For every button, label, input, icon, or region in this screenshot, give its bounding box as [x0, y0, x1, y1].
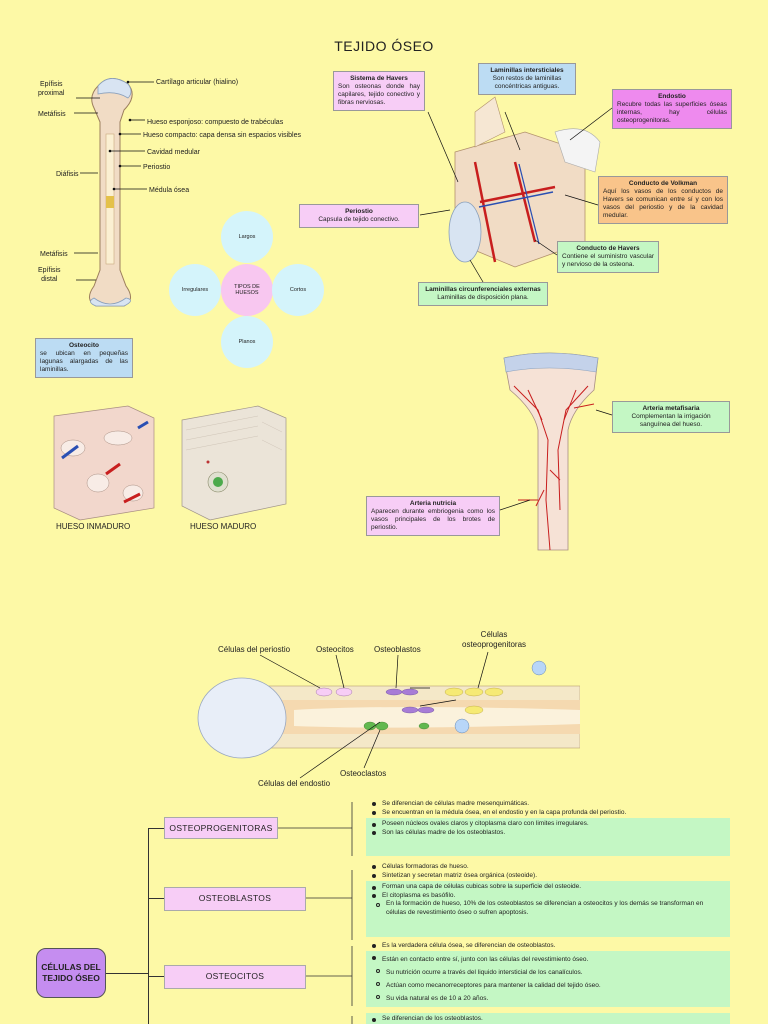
label-osteoclastos: Osteoclastos: [340, 769, 387, 778]
osteocitos-node: OSTEOCITOS: [164, 965, 306, 989]
label-diafisis: Diáfisis: [56, 171, 79, 178]
sistema-havers-box: Sistema de Havers Son osteonas donde hay…: [333, 71, 425, 111]
label-metafisis-bottom: Metáfisis: [40, 251, 68, 258]
laminillas-circunferenciales-box: Laminillas circunferenciales externas La…: [418, 282, 548, 306]
tipo-cortos: Cortos: [272, 264, 324, 316]
endostio-box: Endostio Recubre todas las superficies ó…: [612, 89, 732, 129]
list-item: Su vida natural es de 10 a 20 años.: [372, 992, 724, 1005]
list-item: Poseen núcleos ovales claros y citoplasm…: [372, 820, 724, 829]
label-esponjoso: Hueso esponjoso: compuesto de trabéculas: [147, 119, 284, 126]
list-item: Sintetizan y secretan matriz ósea orgáni…: [372, 871, 732, 880]
osteoblastos-green-list: Forman una capa de células cubicas sobre…: [366, 881, 730, 937]
osteocito-box: Osteocito se ubican en pequeñas lagunas …: [35, 338, 133, 378]
label-osteocitos: Osteocitos: [316, 645, 354, 654]
long-bone-illustration: [89, 78, 133, 307]
tipo-irregulares: Irregulares: [169, 264, 221, 316]
periostio-box: Periostio Capsula de tejido conectivo.: [299, 204, 419, 228]
label-epifisis-distal: Epífisis distal: [38, 267, 61, 283]
osteoblastos-plain-list: Células formadoras de hueso. Sintetizan …: [372, 862, 732, 880]
label-epifisis-proximal: Epífisis proximal: [38, 81, 65, 97]
arteria-nutricia-box: Arteria nutricia Aparecen durante embrio…: [366, 496, 500, 536]
label-celulas-periostio: Células del periostio: [218, 645, 291, 654]
osteocitos-green-list: Están en contacto entre sí, junto con la…: [366, 951, 730, 1007]
list-item: Es la verdadera célula ósea, se diferenc…: [372, 941, 732, 950]
hueso-maduro-illustration: [181, 405, 287, 521]
list-item: El citoplasma es basófilo.: [372, 892, 724, 901]
osteoprogenitoras-green-list: Poseen núcleos ovales claros y citoplasm…: [366, 818, 730, 856]
label-cavidad: Cavidad medular: [147, 149, 200, 156]
tree-link-3: [148, 976, 164, 977]
list-item: Se diferencian de los osteoblastos.: [372, 1015, 724, 1024]
tree-link-2: [148, 898, 164, 899]
list-item: Se diferencian de células madre mesenqui…: [372, 799, 732, 808]
tipo-largos: Largos: [221, 211, 273, 263]
label-cartilago: Cartílago articular (hialino): [156, 79, 239, 86]
conducto-volkman-box: Conducto de Volkman Aquí los vasos de lo…: [598, 176, 728, 224]
tree-link-1: [148, 828, 164, 829]
osteoprogenitoras-node: OSTEOPROGENITORAS: [164, 817, 278, 839]
list-item: Están en contacto entre sí, junto con la…: [372, 953, 724, 966]
celulas-tejido-oseo-node: CÉLULAS DEL TEJIDO ÓSEO: [36, 948, 106, 998]
label-compacto: Hueso compacto: capa densa sin espacios …: [143, 132, 301, 139]
label-celulas-endostio: Células del endostio: [258, 779, 331, 788]
page-title: TEJIDO ÓSEO: [334, 38, 434, 54]
caption-hueso-maduro: HUESO MADURO: [190, 522, 257, 531]
list-item: Se encuentran en la médula ósea, en el e…: [372, 808, 732, 817]
osteoprogenitoras-plain-list: Se diferencian de células madre mesenqui…: [372, 799, 732, 817]
bone-cells-illustration: [197, 660, 580, 759]
list-item: Actúan como mecanorreceptores para mante…: [372, 979, 724, 992]
hueso-inmaduro-illustration: [53, 405, 155, 521]
arterias-bone-illustration: [503, 352, 599, 551]
list-item: Células formadoras de hueso.: [372, 862, 732, 871]
caption-hueso-inmaduro: HUESO INMADURO: [56, 522, 131, 531]
label-periostio: Periostio: [143, 164, 171, 171]
label-osteoblastos: Osteoblastos: [374, 645, 421, 654]
laminillas-intersticiales-box: Laminillas intersticiales Son restos de …: [478, 63, 576, 95]
tipo-planos: Planos: [221, 316, 273, 368]
list-item: Su nutrición ocurre a través del liquido…: [372, 966, 724, 979]
list-item: En la formación de hueso, 10% de los ost…: [372, 900, 724, 917]
arteria-metafisaria-box: Arteria metafisaria Complementan la irri…: [612, 401, 730, 433]
osteoblastos-node: OSTEOBLASTOS: [164, 887, 306, 911]
list-item: Son las células madre de los osteoblasto…: [372, 829, 724, 838]
tipos-de-huesos-center: TIPOS DE HUESOS: [221, 264, 273, 316]
label-medula: Médula ósea: [149, 187, 190, 194]
list-item: Forman una capa de células cubicas sobre…: [372, 883, 724, 892]
conducto-havers-box: Conducto de Havers Contiene el suministr…: [557, 241, 659, 273]
osteocitos-plain-list: Es la verdadera célula ósea, se diferenc…: [372, 941, 732, 950]
next-section-green-list: Se diferencian de los osteoblastos.: [366, 1013, 730, 1024]
tree-trunk: [148, 828, 149, 1024]
label-metafisis-top: Metáfisis: [38, 111, 66, 118]
label-celulas-osteoprogenitoras: Células osteoprogenitoras: [462, 630, 527, 649]
tree-link-main: [106, 973, 148, 974]
